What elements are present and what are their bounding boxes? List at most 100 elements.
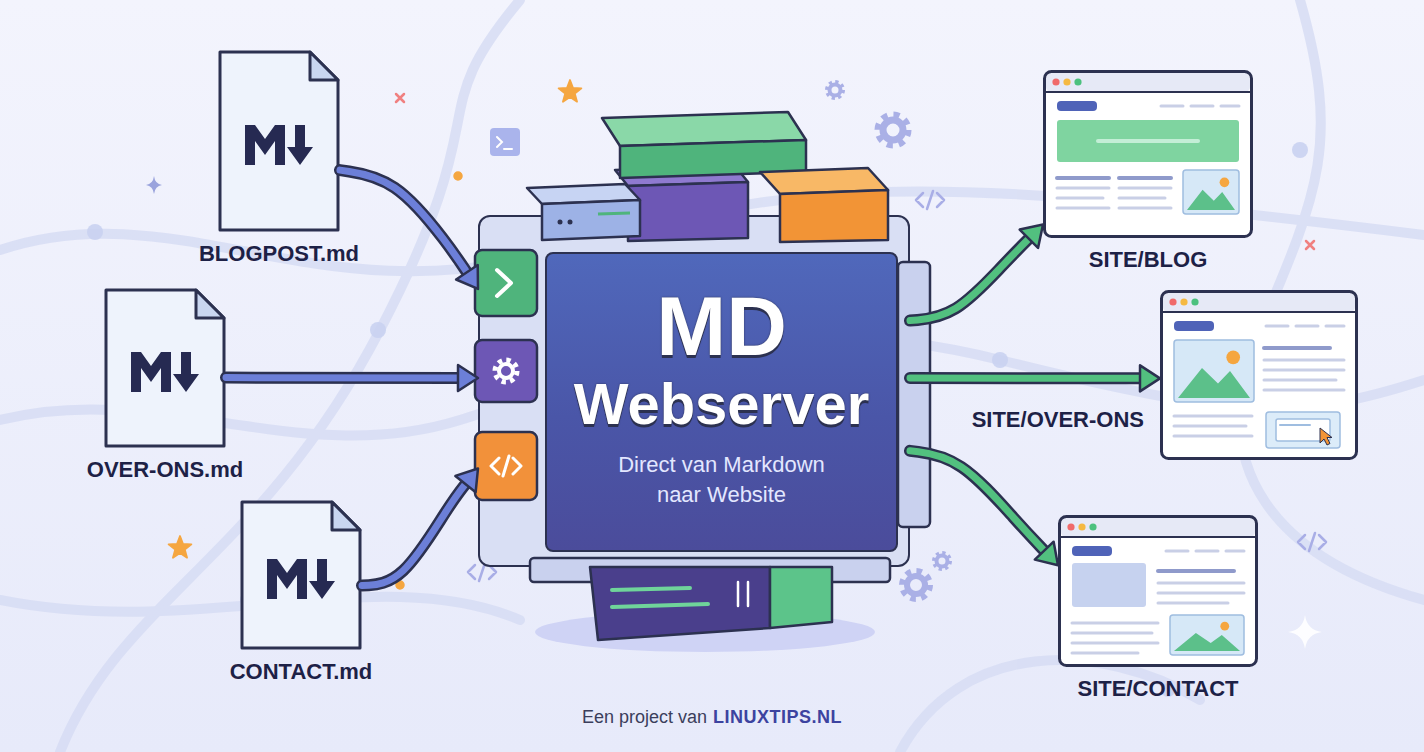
file-name: BLOGPOST.md [199, 242, 359, 266]
browser-window-outline [1196, 550, 1218, 553]
flow-arrow [910, 374, 1144, 381]
browser-window-outline [1072, 546, 1112, 556]
decor-gears [907, 576, 925, 594]
markdown-file-outline [173, 352, 199, 392]
markdown-file-outline [106, 290, 224, 446]
browser-window-outline [1280, 424, 1310, 426]
browser-window-outline [1264, 389, 1344, 392]
browser-window-outline [1326, 325, 1344, 328]
browser-window: SITE/CONTACT [1058, 515, 1258, 667]
browser-window-outline [1180, 298, 1187, 305]
markdown-file-outline [310, 52, 338, 80]
network-dots [992, 352, 1008, 368]
server-base [738, 582, 748, 606]
server-title: MD Webserver [557, 280, 887, 436]
flow-arrow [455, 468, 478, 492]
browser-window-outline [1158, 582, 1244, 585]
decor-stars [454, 172, 462, 180]
decor-gears [934, 553, 950, 569]
browser-window-outline [1226, 550, 1244, 553]
browser-window: SITE/BLOG [1043, 70, 1253, 238]
server-side-tabs [497, 270, 511, 296]
markdown-file: CONTACT.md [240, 500, 362, 650]
decor-code-symbols [1298, 533, 1326, 551]
browser-window-outline [1158, 602, 1228, 605]
flow-arrow [456, 265, 478, 289]
server-top-blocks [620, 140, 806, 178]
server-side-tabs [475, 432, 537, 500]
browser-window-outline [1078, 523, 1085, 530]
browser-window-outline [1057, 176, 1109, 180]
browser-window-outline [1162, 311, 1356, 313]
flow-arrow [910, 451, 1058, 565]
browser-window-outline [1045, 72, 1252, 237]
browser-window-outline [1072, 563, 1146, 607]
browser-window-outline [1170, 615, 1244, 655]
decor-gears [830, 85, 841, 96]
server-side-tabs [475, 340, 537, 402]
markdown-file-outline [196, 290, 224, 318]
browser-window-outline [1162, 292, 1357, 459]
server-screen: MD WebserverDirect van Markdown naar Web… [545, 252, 898, 552]
browser-window-outline [1160, 290, 1358, 460]
flow-arrow [910, 451, 1047, 554]
browser-window-outline [1043, 70, 1253, 238]
browser-window-outline [1264, 379, 1336, 382]
browser-window-outline [1057, 197, 1103, 200]
browser-window-outline [1174, 435, 1252, 438]
page-path: SITE/OVER-ONS [972, 408, 1144, 432]
file-name: CONTACT.md [230, 660, 373, 684]
markdown-file: BLOGPOST.md [218, 50, 340, 232]
browser-window-outline [1057, 120, 1239, 162]
decor-gears [934, 553, 950, 569]
server-subtitle: Direct van Markdown naar Website [602, 450, 842, 509]
browser-window-outline [1162, 292, 1357, 459]
decor-sparkles [1288, 615, 1322, 649]
markdown-file-outline [106, 290, 224, 446]
decor-gears [902, 571, 930, 599]
flow-arrow [340, 170, 469, 275]
flow-arrow [226, 372, 462, 384]
flow-arrow [226, 365, 478, 391]
server-side-tabs [491, 456, 521, 476]
decor-code-symbols [468, 191, 1326, 581]
browser-window-outline [1266, 412, 1340, 448]
browser-window-outline [1264, 346, 1330, 350]
server-top-blocks [760, 168, 888, 194]
decor-gears [827, 82, 843, 98]
page-path: SITE/BLOG [1089, 248, 1208, 272]
server-shadow [535, 612, 875, 652]
decor-gears [827, 82, 843, 98]
server-top-blocks [598, 213, 630, 214]
markdown-file-outline [220, 52, 338, 230]
flow-arrow [340, 170, 469, 275]
browser-window-outline [1072, 652, 1138, 655]
flow-arrow [910, 372, 1144, 384]
network-dots [87, 224, 103, 240]
browser-window-outline [1163, 293, 1355, 312]
flow-arrow [458, 365, 478, 391]
browser-window-outline [1046, 73, 1250, 92]
browser-window-outline [1191, 105, 1213, 108]
flow-arrow [910, 236, 1032, 321]
browser-window-outline [1166, 550, 1188, 553]
server-top-blocks [568, 220, 573, 225]
decor-stars [559, 80, 582, 102]
decor-gears [883, 120, 903, 140]
browser-window-outline [1174, 633, 1240, 651]
browser-window-outline [1266, 325, 1288, 328]
decor-gears [878, 115, 908, 145]
browser-window-outline [1119, 187, 1171, 190]
markdown-file-outline [240, 500, 362, 650]
decor-sparkles [146, 176, 1322, 649]
server-side-tabs [495, 360, 517, 382]
server-base [530, 558, 890, 582]
decor-code-symbols [916, 191, 944, 209]
browser-window-outline [1060, 536, 1256, 538]
browser-window-outline [1169, 298, 1176, 305]
browser-window-outline [1052, 78, 1059, 85]
credit-line: Een project vanLINUXTIPS.NL [0, 707, 1424, 728]
flow-arrow [362, 468, 478, 585]
